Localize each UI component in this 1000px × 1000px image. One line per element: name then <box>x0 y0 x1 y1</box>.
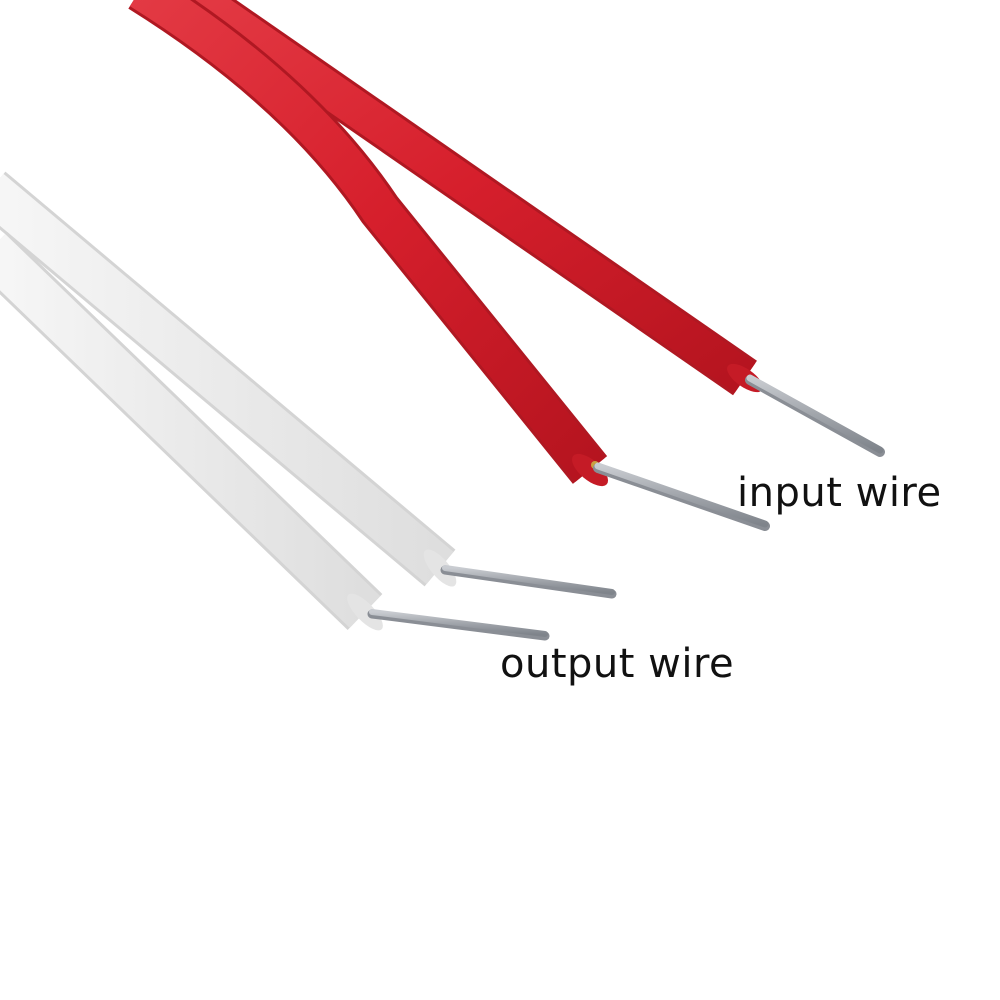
white-wire-upper <box>0 171 617 599</box>
input-wire-label: input wire <box>737 470 942 516</box>
white-wire-lower <box>0 232 550 641</box>
red-wire-lower <box>128 0 770 531</box>
output-wire-label: output wire <box>500 641 735 687</box>
red-wire-upper <box>173 0 885 457</box>
